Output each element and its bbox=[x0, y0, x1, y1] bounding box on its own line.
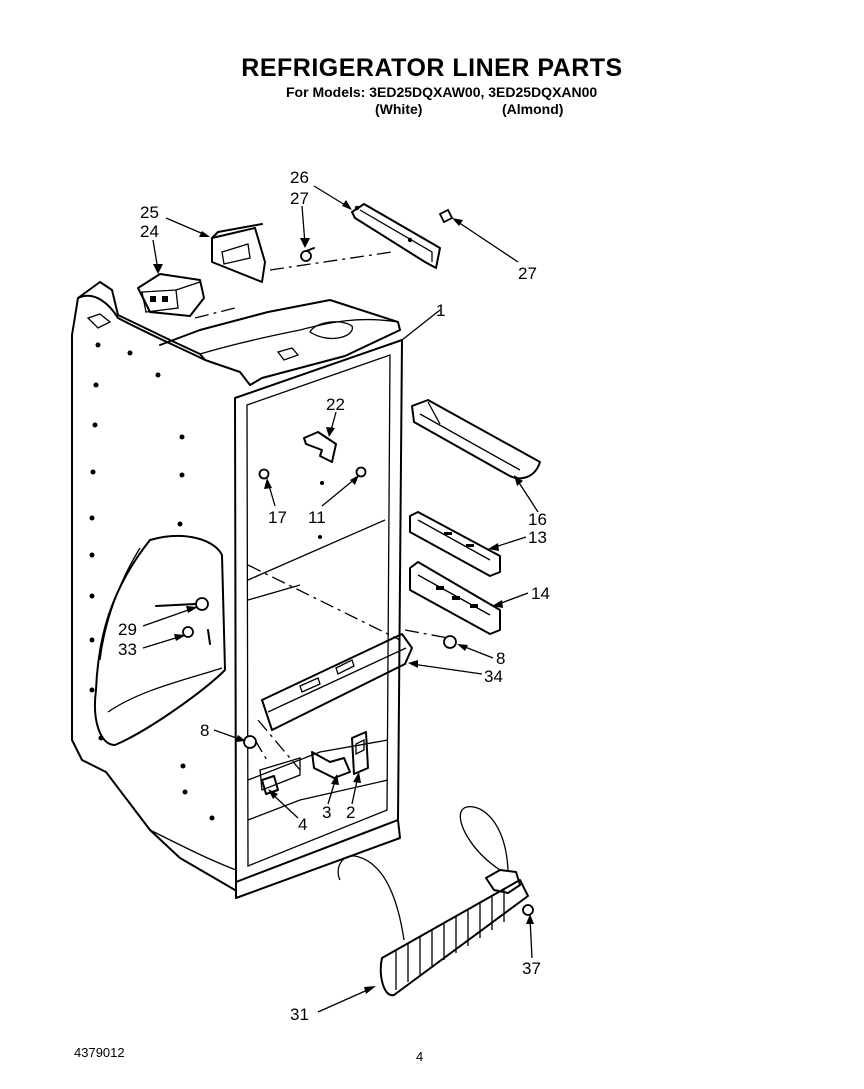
callout-26: 26 bbox=[290, 168, 309, 187]
slide-part-14 bbox=[409, 561, 501, 635]
callout-11: 11 bbox=[308, 508, 326, 527]
liner-part-1 bbox=[71, 281, 403, 899]
heater-part-31 bbox=[337, 806, 534, 997]
damper-parts-2-3-4 bbox=[261, 731, 369, 795]
callout-27: 27 bbox=[290, 189, 309, 208]
callout-2: 2 bbox=[346, 803, 355, 822]
control-part-24 bbox=[137, 273, 205, 317]
light-parts-29-33 bbox=[155, 597, 211, 645]
callout-29: 29 bbox=[118, 620, 137, 639]
callout-22: 22 bbox=[326, 395, 345, 414]
page-number: 4 bbox=[416, 1049, 424, 1064]
slide-part-13 bbox=[409, 511, 501, 577]
page-title: REFRIGERATOR LINER PARTS bbox=[241, 54, 623, 82]
callout-31: 31 bbox=[290, 1005, 309, 1024]
bracket-part-22 bbox=[258, 431, 367, 480]
callout-16: 16 bbox=[528, 510, 547, 529]
callout-labels: 1 26 27 27 25 24 22 17 11 16 13 14 8 34 … bbox=[118, 168, 550, 1024]
bracket-part-25 bbox=[211, 223, 266, 283]
callout-24: 24 bbox=[140, 222, 159, 241]
callout-33: 33 bbox=[118, 640, 137, 659]
cover-part-34 bbox=[261, 633, 413, 731]
callout-13: 13 bbox=[528, 528, 547, 547]
callout-17: 17 bbox=[268, 508, 287, 527]
callout-8: 8 bbox=[496, 649, 505, 668]
callout-34: 34 bbox=[484, 667, 503, 686]
callout-27: 27 bbox=[518, 264, 537, 283]
color-almond-label: (Almond) bbox=[502, 101, 564, 117]
rail-part-26 bbox=[351, 203, 441, 269]
callout-25: 25 bbox=[140, 203, 159, 222]
callout-14: 14 bbox=[531, 584, 550, 603]
color-white-label: (White) bbox=[375, 101, 423, 117]
callout-1: 1 bbox=[436, 301, 445, 320]
callout-3: 3 bbox=[322, 803, 331, 822]
leader-lines bbox=[142, 185, 539, 1013]
model-numbers: For Models: 3ED25DQXAW00, 3ED25DQXAN00 bbox=[286, 84, 598, 100]
trim-part-16 bbox=[411, 399, 541, 480]
callout-8: 8 bbox=[200, 721, 209, 740]
callout-4: 4 bbox=[298, 815, 307, 834]
screw-part-27 bbox=[300, 208, 454, 262]
document-number: 4379012 bbox=[74, 1045, 125, 1060]
fastener-part-8 bbox=[243, 635, 457, 749]
callout-37: 37 bbox=[522, 959, 541, 978]
